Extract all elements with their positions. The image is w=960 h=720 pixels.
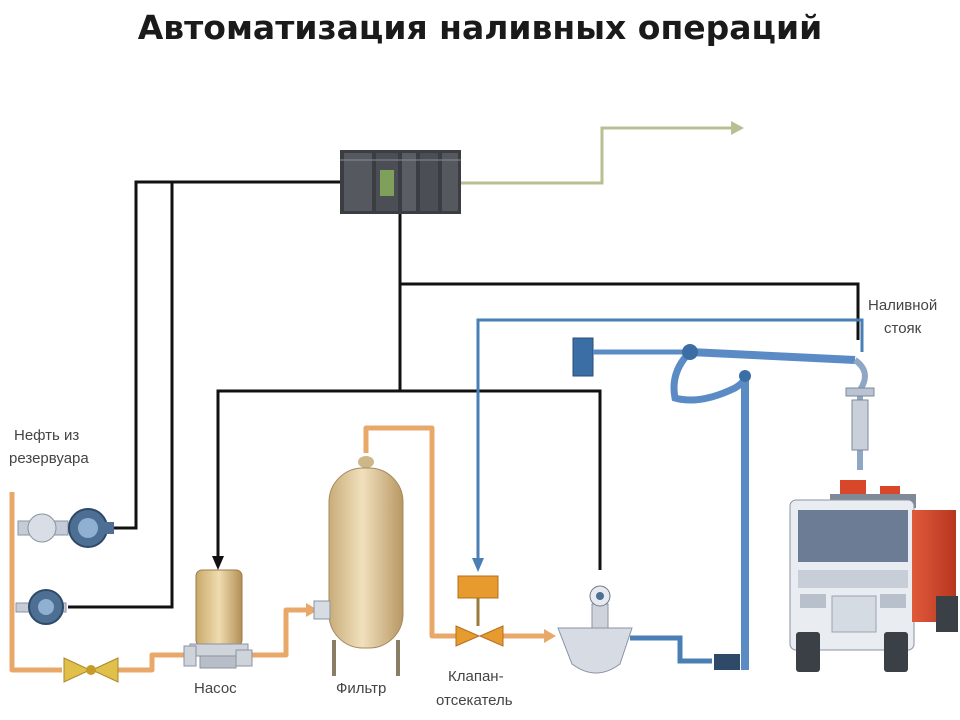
label-oil-source-2: резервуара: [9, 450, 89, 467]
control-lines: [68, 180, 860, 609]
flowmeter-icon: [557, 585, 633, 674]
product-line: [630, 635, 712, 664]
filter-icon: [313, 456, 404, 676]
ball-valve-icon: [63, 657, 119, 683]
flow-transmitter-icon: [17, 508, 114, 548]
oil-pipeline: [9, 425, 548, 673]
diagram-title: Автоматизация наливных операций: [137, 8, 823, 47]
blue-signal-line: [476, 318, 864, 560]
tank-truck-icon: [789, 480, 958, 672]
uplink-arrow: [460, 121, 744, 185]
pipe-arrow-meter: [544, 629, 556, 643]
label-riser: Наливной: [868, 297, 937, 314]
label-valve-2: отсекатель: [436, 692, 513, 709]
plc-controller-icon: [340, 150, 461, 214]
pipe-arrow-filter: [306, 603, 318, 617]
label-valve: Клапан-: [448, 668, 504, 685]
label-oil-source: Нефть из: [14, 427, 79, 444]
loading-arm-icon: [572, 337, 875, 670]
label-pump: Насос: [194, 680, 237, 697]
pump-icon: [183, 569, 253, 669]
valve-signal-arrowhead: [472, 558, 484, 572]
pump-signal-arrowhead: [212, 556, 224, 570]
label-filter: Фильтр: [336, 680, 386, 697]
label-riser-2: стояк: [884, 320, 922, 337]
pressure-transmitter-icon: [15, 589, 67, 625]
shutoff-valve-icon: [455, 575, 504, 647]
